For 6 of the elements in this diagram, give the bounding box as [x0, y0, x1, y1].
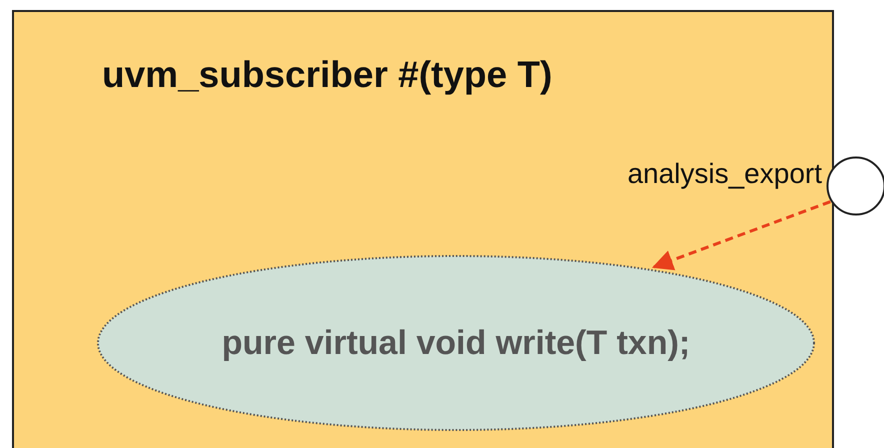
class-box [12, 10, 834, 448]
port-label: analysis_export [627, 158, 822, 190]
arrow [652, 200, 831, 270]
class-title: uvm_subscriber #(type T) [102, 54, 552, 96]
method-signature: pure virtual void write(T txn); [222, 324, 690, 362]
method-ellipse [96, 254, 816, 432]
